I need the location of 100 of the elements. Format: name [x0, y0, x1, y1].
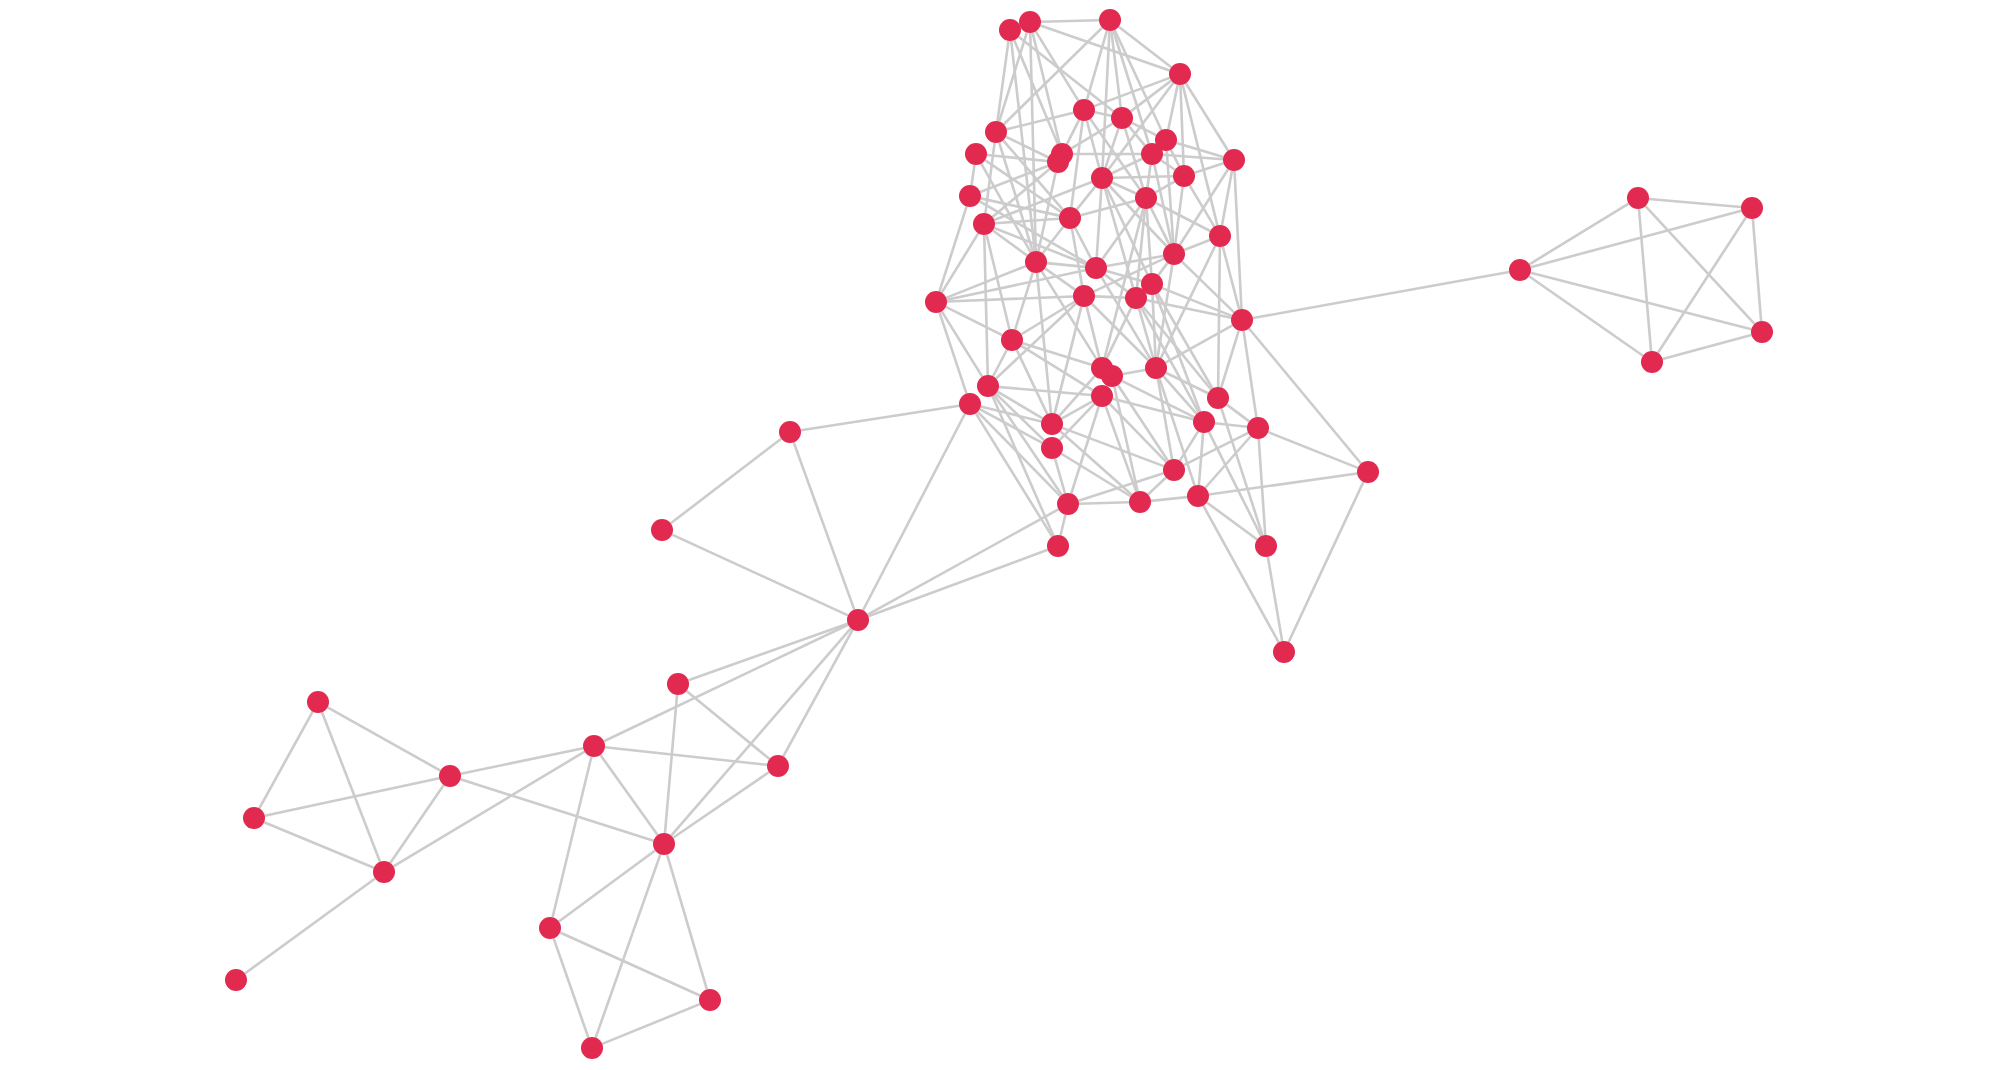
connector-line — [1164, 324, 1234, 364]
network-node — [1111, 107, 1133, 129]
connector-line — [1656, 216, 1748, 354]
connector-line — [1220, 170, 1234, 226]
network-node — [1085, 257, 1107, 279]
connector-line — [1070, 228, 1084, 286]
connector-line — [1075, 185, 1097, 211]
connector-line — [1287, 481, 1365, 643]
connector-line — [800, 404, 960, 432]
connector-line — [1002, 139, 1064, 211]
connector-line — [1073, 152, 1141, 156]
connector-line — [1151, 294, 1157, 358]
connector-line — [1266, 556, 1284, 642]
connector-line — [1226, 403, 1250, 423]
network-node — [1163, 459, 1185, 481]
connector-line — [1202, 505, 1280, 643]
connector-line — [1111, 157, 1143, 175]
network-node — [925, 291, 947, 313]
network-node — [651, 519, 673, 541]
connector-line — [1116, 384, 1170, 462]
connector-line — [979, 164, 1049, 194]
connector-line — [945, 305, 1003, 337]
connector-line — [1155, 201, 1211, 233]
network-node — [439, 765, 461, 787]
connector-line — [1095, 188, 1103, 258]
connector-line — [1058, 403, 1096, 441]
connector-line — [1009, 40, 1037, 252]
network-node — [1207, 387, 1229, 409]
connector-line — [1220, 408, 1264, 536]
connector-line — [1644, 205, 1756, 325]
connector-line — [264, 777, 440, 817]
connector-line — [1530, 209, 1742, 269]
connector-line — [1153, 164, 1173, 244]
network-node — [1019, 11, 1041, 33]
connector-line — [1156, 378, 1174, 460]
connector-line — [1101, 206, 1141, 260]
connector-line — [1100, 276, 1152, 360]
connector-line — [460, 778, 654, 842]
connector-line — [1248, 327, 1362, 465]
connector-line — [940, 310, 984, 378]
connector-line — [1089, 118, 1141, 190]
network-node — [1129, 491, 1151, 513]
network-node — [373, 861, 395, 883]
network-node — [1169, 63, 1191, 85]
connector-line — [1005, 135, 1049, 159]
connector-line — [1107, 82, 1175, 170]
connector-line — [1131, 121, 1157, 137]
connector-line — [1105, 187, 1149, 275]
network-node — [1509, 259, 1531, 281]
connector-line — [1020, 300, 1076, 336]
connector-line — [1165, 150, 1175, 244]
connector-line — [1104, 405, 1138, 493]
connector-line — [1105, 307, 1133, 359]
connector-line — [685, 689, 771, 761]
connector-line — [1149, 207, 1171, 245]
network-node — [667, 673, 689, 695]
connector-line — [993, 180, 1093, 222]
connector-line — [604, 745, 768, 767]
connector-line — [1156, 292, 1214, 390]
connector-line — [1123, 128, 1145, 188]
connector-line — [670, 627, 852, 837]
connector-line — [1015, 349, 1049, 415]
connector-line — [1178, 430, 1200, 462]
connector-line — [1140, 307, 1200, 413]
connector-line — [978, 200, 1088, 264]
connector-line — [1181, 84, 1219, 226]
connector-line — [326, 706, 442, 772]
connector-line — [258, 711, 314, 809]
connector-line — [1061, 426, 1165, 468]
network-node — [307, 691, 329, 713]
connector-line — [1110, 30, 1122, 108]
network-node — [959, 185, 981, 207]
network-node — [1073, 99, 1095, 121]
connector-line — [1208, 472, 1358, 496]
connector-line — [1108, 185, 1168, 247]
connector-line — [979, 408, 1043, 444]
connector-line — [938, 312, 968, 394]
network-node — [779, 421, 801, 443]
network-node — [959, 393, 981, 415]
connector-line — [1121, 379, 1195, 419]
connector-line — [1013, 39, 1059, 145]
connector-line — [1040, 18, 1100, 24]
connector-line — [552, 937, 590, 1039]
network-node — [847, 609, 869, 631]
connector-line — [1106, 269, 1142, 283]
connector-line — [601, 1002, 701, 1046]
network-node — [225, 969, 247, 991]
network-node — [1231, 309, 1253, 331]
connector-line — [986, 153, 1048, 163]
connector-line — [995, 302, 1077, 380]
connector-line — [940, 232, 980, 294]
connector-line — [1112, 30, 1150, 144]
connector-line — [1165, 371, 1209, 395]
connector-line — [1184, 82, 1230, 152]
connector-line — [663, 694, 679, 834]
connector-line — [1113, 29, 1163, 131]
connector-line — [1257, 438, 1267, 536]
connector-line — [996, 390, 1044, 420]
connector-line — [1528, 275, 1644, 357]
connector-line — [1162, 153, 1224, 161]
